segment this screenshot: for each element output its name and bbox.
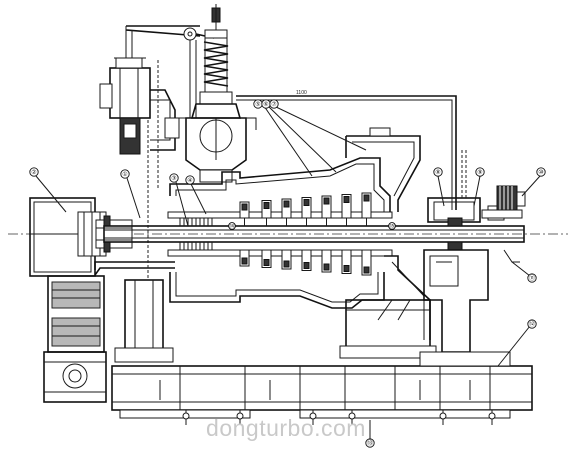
blade-root [241,203,248,211]
blade-root [343,265,350,272]
blade-stage [341,249,352,274]
svg-text:④: ④ [187,177,192,184]
blade-root [283,200,290,208]
callout-7: ⑦ [269,99,279,109]
servo-actuator [99,57,180,190]
blade-root [363,266,370,274]
svg-text:⑫: ⑫ [529,320,535,328]
blade-stage [301,249,312,271]
turbine-casing [103,157,525,309]
callout-2: ② [29,167,39,177]
svg-text:⑦: ⑦ [271,101,276,108]
svg-text:⑮: ⑮ [389,222,395,230]
callout-1: ① [120,169,130,179]
blade-root [283,260,290,268]
blade-root [323,197,330,205]
callout-11: ⑪ [527,273,537,283]
blade-stage [261,249,272,268]
blade-root [263,202,270,209]
blade-stage [281,249,292,270]
svg-text:⑥: ⑥ [263,101,268,108]
governor-valve-icon [178,4,257,183]
blade-root [263,259,270,266]
callout-10: ⑩ [536,167,546,177]
blade-root [241,257,248,265]
oil-pump-column [43,275,107,403]
callout-9: ⑨ [475,167,485,177]
callout-8: ⑧ [433,167,443,177]
turbine-stages [239,192,372,276]
turning-motor-icon [481,185,526,219]
blade-root [363,194,370,202]
blade-root [303,262,310,269]
front-pedestal [29,197,175,277]
svg-text:①: ① [122,171,127,178]
callout-15: ⑮ [388,222,396,230]
svg-text:②: ② [31,169,36,176]
blade-stage [321,249,332,273]
svg-text:⑧: ⑧ [435,169,440,176]
steam-pipe: 1100 [236,90,457,210]
base-frame [111,365,533,425]
svg-text:⑬: ⑬ [367,439,373,447]
blade-root [303,199,310,206]
blade-stage [361,249,372,276]
blade-root [323,263,330,271]
svg-text:⑭: ⑭ [229,222,235,230]
callout-13: ⑬ [365,438,375,448]
callout-3: ③ [169,173,179,183]
svg-text:⑩: ⑩ [538,169,543,176]
callout-6: ⑥ [261,99,271,109]
callout-bubbles: ② ① ③ ④ ⑤ ⑥ ⑦ ⑧ ⑨ ⑩ ⑪ ⑫ ⑬ ⑭ ⑮ [29,99,546,448]
leader-lines [35,105,541,440]
svg-text:1100: 1100 [296,90,307,96]
exhaust-hood [339,127,437,359]
front-support [114,120,174,363]
svg-text:③: ③ [171,175,176,182]
svg-text:⑤: ⑤ [255,101,260,108]
svg-text:⑨: ⑨ [477,169,482,176]
callout-14: ⑭ [228,222,236,230]
svg-text:⑪: ⑪ [529,274,535,282]
callout-5: ⑤ [253,99,263,109]
rear-bearing-pedestal [419,150,520,367]
callout-12: ⑫ [527,319,537,329]
callout-4: ④ [185,175,195,185]
blade-root [343,196,350,203]
